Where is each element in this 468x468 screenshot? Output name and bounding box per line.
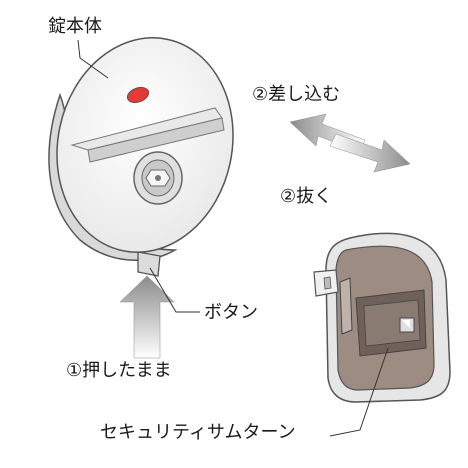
thumbturn-knob [339,277,353,335]
remove-arrow [329,133,411,173]
label-hold: ①押したまま [66,360,172,381]
label-insert: ②差し込む [252,84,341,105]
label-lock-body: 錠本体 [48,16,102,37]
leader-lines [77,39,389,437]
indicator-light [126,86,150,104]
thumbturn-pin [313,269,339,297]
label-remove: ②抜く [280,186,333,207]
leader-button [149,267,200,313]
label-thumbturn: セキュリティサムターン [100,422,296,443]
label-button: ボタン [204,302,258,323]
leader-lock-body [77,39,109,79]
push-arrow [119,275,175,359]
security-thumbturn [313,232,451,403]
lock-body [48,37,234,277]
key-cylinder [133,151,183,205]
leader-thumbturn [329,347,389,437]
release-button [137,251,161,277]
